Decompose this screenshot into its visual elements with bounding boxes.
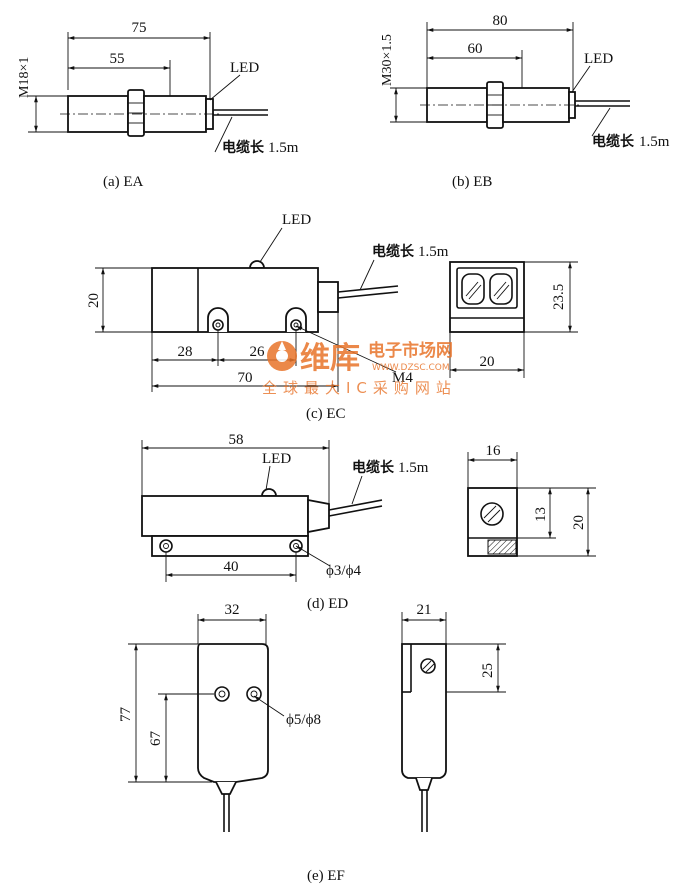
ec-dim-side-w: 20	[480, 354, 495, 370]
eb-dim-thread: M30×1.5	[380, 34, 395, 86]
ef-body	[197, 643, 269, 783]
ea-cable-label: 电缆长	[222, 139, 265, 156]
ed-led-label: LED	[262, 451, 291, 467]
ed-cable	[328, 499, 383, 511]
ec-dim-26: 26	[250, 344, 266, 360]
ea-drawing	[28, 32, 268, 153]
ed-led-dome	[261, 488, 277, 497]
ec-rear-block	[317, 281, 339, 313]
ef-drawing	[128, 612, 506, 832]
ef-side-lens	[420, 658, 436, 674]
ed-base	[151, 535, 309, 557]
ec-lens-right	[489, 273, 513, 305]
ed-body	[141, 495, 309, 537]
ec-dim-side-h: 23.5	[551, 284, 567, 310]
ef-dim-21: 21	[417, 602, 432, 618]
ef-hole-label: ϕ5/ϕ8	[286, 712, 321, 728]
ed-hole-label: ϕ3/ϕ4	[326, 563, 361, 579]
ed-taper	[307, 498, 330, 534]
ef-side-strain-relief	[415, 777, 433, 791]
ed-drawing	[141, 440, 596, 582]
eb-cable-length: 1.5m	[639, 134, 670, 150]
ef-dim-67: 67	[148, 731, 164, 747]
ef-dim-25: 25	[480, 663, 496, 678]
ef-strain-relief	[215, 781, 237, 795]
eb-drawing	[390, 22, 630, 137]
ed-side-lens	[480, 502, 504, 526]
ef-caption: (e) EF	[307, 868, 345, 884]
eb-dim-80: 80	[493, 13, 508, 29]
eb-dim-60: 60	[468, 41, 483, 57]
ef-dim-77: 77	[118, 707, 134, 723]
ec-drawing	[95, 227, 578, 392]
ea-dim-55: 55	[110, 51, 125, 67]
ea-dim-75: 75	[132, 20, 147, 36]
ea-cable-length: 1.5m	[268, 140, 299, 156]
ed-cable-label: 电缆长	[352, 459, 395, 476]
ec-lens-left	[461, 273, 485, 305]
ed-dim-40: 40	[224, 559, 239, 575]
ed-cable-length: 1.5m	[398, 460, 429, 476]
ec-led-dome	[249, 260, 265, 269]
ed-dim-20: 20	[571, 515, 587, 530]
ec-led-label: LED	[282, 212, 311, 228]
eb-caption: (b) EB	[452, 174, 492, 190]
ec-dim-70: 70	[238, 370, 253, 386]
watermark-slogan: 全球最大IC采购网站	[262, 379, 457, 397]
ec-dim-28: 28	[178, 344, 193, 360]
watermark	[267, 341, 297, 371]
ec-screw-label: M4	[392, 370, 413, 386]
ec-caption: (c) EC	[306, 406, 346, 422]
ed-dim-16: 16	[486, 443, 502, 459]
ec-cable-label: 电缆长	[372, 243, 415, 260]
eb-led-label: LED	[584, 51, 613, 67]
watermark-logo-icon	[267, 341, 297, 371]
ec-cable	[337, 285, 399, 293]
ed-caption: (d) ED	[307, 596, 348, 612]
ed-dim-13: 13	[533, 507, 549, 522]
ec-cable-length: 1.5m	[418, 244, 449, 260]
ef-side-body	[401, 643, 447, 779]
watermark-brand-main: 维库	[300, 341, 360, 376]
ea-dim-thread: M18×1	[17, 57, 32, 98]
ed-side-hatch	[487, 539, 517, 555]
watermark-brand-sub: 电子市场网	[368, 340, 453, 361]
ef-hole-left	[214, 686, 230, 702]
ea-led-label: LED	[230, 60, 259, 76]
eb-cable-label: 电缆长	[592, 133, 635, 150]
ea-caption: (a) EA	[103, 174, 144, 190]
watermark-url: WWW.DZSC.COM	[372, 363, 450, 373]
ec-dim-height: 20	[86, 293, 102, 308]
ef-dim-32: 32	[225, 602, 240, 618]
ed-dim-58: 58	[229, 432, 244, 448]
ec-side-body	[449, 261, 525, 333]
